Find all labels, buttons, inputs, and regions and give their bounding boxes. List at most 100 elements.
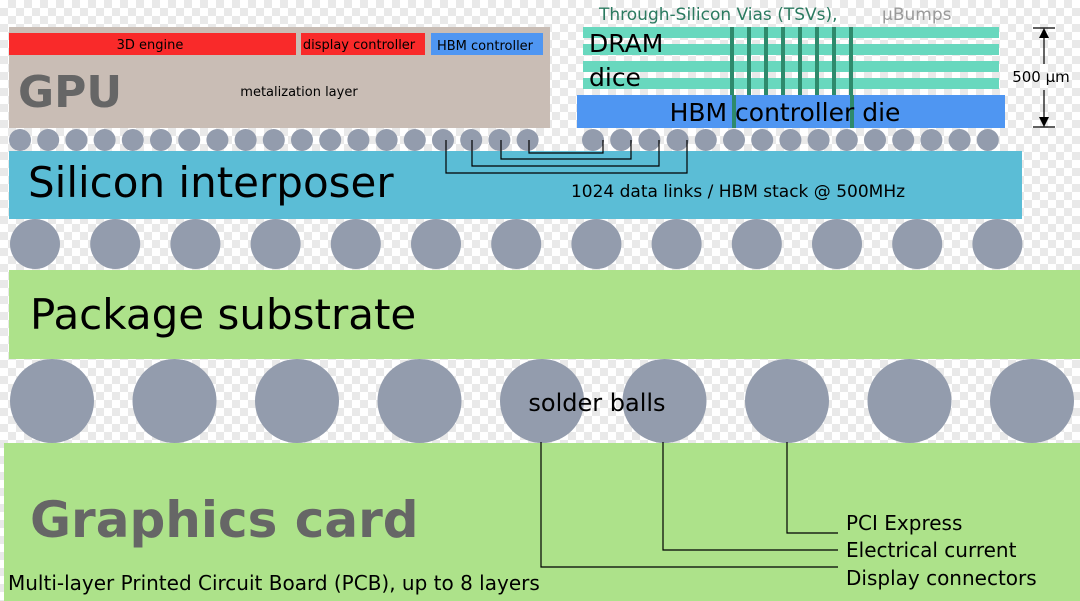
micro-bump: [460, 129, 483, 151]
leader-pci-express: [786, 442, 838, 534]
package-bump: [972, 219, 1023, 269]
package-bump: [250, 219, 301, 269]
tsv: [850, 95, 854, 128]
micro-bump: [37, 129, 60, 151]
connection-pci-express: PCI Express: [846, 511, 962, 535]
package-bump: [651, 219, 702, 269]
gpu-unit-hbm-controller: [431, 33, 543, 55]
solder-ball: [377, 359, 462, 443]
micro-bump: [835, 129, 858, 151]
leader-display-connectors: [540, 442, 838, 568]
graphics-card-board: [4, 443, 1080, 601]
micro-bump: [375, 129, 398, 151]
interposer-links-label: 1024 data links / HBM stack @ 500MHz: [571, 182, 905, 202]
gpu-unit-display-controller: [301, 33, 425, 55]
micro-bump: [93, 129, 116, 151]
micro-bump: [121, 129, 144, 151]
package-bump: [170, 219, 221, 269]
solder-ball: [132, 359, 217, 443]
dram-label-line2: dice: [589, 63, 641, 92]
micro-bump: [516, 129, 539, 151]
package-bump: [812, 219, 862, 269]
micro-bumps-group: [9, 129, 999, 151]
micro-bump: [666, 129, 689, 151]
interposer-label: Silicon interposer: [28, 158, 394, 207]
tsv: [849, 27, 853, 95]
gpu-unit-hbm-controller-label: HBM controller: [437, 39, 534, 54]
micro-bump: [65, 129, 88, 151]
gpu-unit-3d-engine-label: 3D engine: [117, 38, 184, 53]
interposer-links: [445, 140, 688, 174]
package-bump: [330, 219, 381, 269]
interposer-link-3: [500, 140, 632, 160]
ubumps-label: µBumps: [882, 5, 952, 25]
solder-ball: [990, 359, 1074, 443]
package-bump: [571, 219, 622, 269]
interposer-link-inner: [528, 140, 604, 154]
micro-bump: [892, 129, 915, 151]
micro-bump: [807, 129, 830, 151]
hbm-dram-layer-1: [583, 27, 999, 38]
micro-bump: [610, 129, 633, 151]
interposer-link-2: [471, 140, 660, 167]
graphics-card-label: Graphics card: [30, 491, 419, 549]
package-bump: [491, 219, 542, 269]
micro-bump: [638, 129, 661, 151]
tsv: [781, 27, 785, 95]
package-bump: [411, 219, 461, 269]
hbm-dram-layer-2: [583, 44, 999, 55]
micro-bump: [234, 129, 257, 151]
micro-bump: [403, 129, 426, 151]
tsv: [747, 27, 751, 95]
gpu-unit-3d-engine: [9, 33, 296, 55]
tsv-group: [730, 27, 854, 128]
micro-bump: [948, 129, 971, 151]
micro-bump: [694, 129, 717, 151]
hbm-controller-die: [577, 95, 1005, 128]
micro-bump: [319, 129, 342, 151]
package-bump: [892, 219, 943, 269]
micro-bump: [582, 129, 604, 151]
solder-ball: [255, 359, 339, 443]
micro-bump: [9, 129, 31, 151]
tsv: [732, 95, 736, 128]
gpu-label: GPU: [18, 67, 122, 118]
micro-bump: [178, 129, 201, 151]
solder-balls-label: solder balls: [528, 389, 665, 417]
metalization-layer-label: metalization layer: [240, 85, 358, 100]
connection-electrical-current: Electrical current: [846, 538, 1017, 562]
micro-bump: [347, 129, 370, 151]
micro-bump: [976, 129, 999, 151]
solder-ball: [867, 359, 952, 443]
micro-bump: [432, 129, 454, 151]
hbm-dram-layer-3: [583, 61, 999, 72]
hbm-dram-layer-4: [583, 78, 999, 89]
solder-ball: [745, 359, 829, 443]
leader-electrical-current: [662, 442, 838, 551]
hbm-dram-layers: [583, 27, 999, 89]
micro-bump: [751, 129, 774, 151]
package-bump: [10, 219, 60, 269]
package-substrate: [9, 270, 1080, 359]
package-bump: [731, 219, 782, 269]
solder-balls-group: [10, 359, 1074, 443]
micro-bump: [920, 129, 943, 151]
micro-bump: [150, 129, 172, 151]
package-substrate-label: Package substrate: [30, 290, 416, 339]
tsv: [764, 27, 768, 95]
hbm-controller-die-label: HBM controller die: [670, 98, 901, 127]
interposer-link-outer: [445, 140, 688, 174]
tsv: [798, 27, 802, 95]
tsv: [832, 27, 836, 95]
micro-bump: [291, 129, 313, 151]
height-label: 500 µm: [1012, 68, 1070, 86]
solder-ball: [622, 359, 707, 443]
micro-bump: [779, 129, 802, 151]
micro-bump: [723, 129, 745, 151]
micro-bump: [488, 129, 511, 151]
package-bump: [90, 219, 141, 269]
connection-leader-lines: [540, 442, 838, 568]
silicon-interposer: [9, 151, 1022, 219]
micro-bump: [864, 129, 886, 151]
tsv: [730, 27, 734, 95]
